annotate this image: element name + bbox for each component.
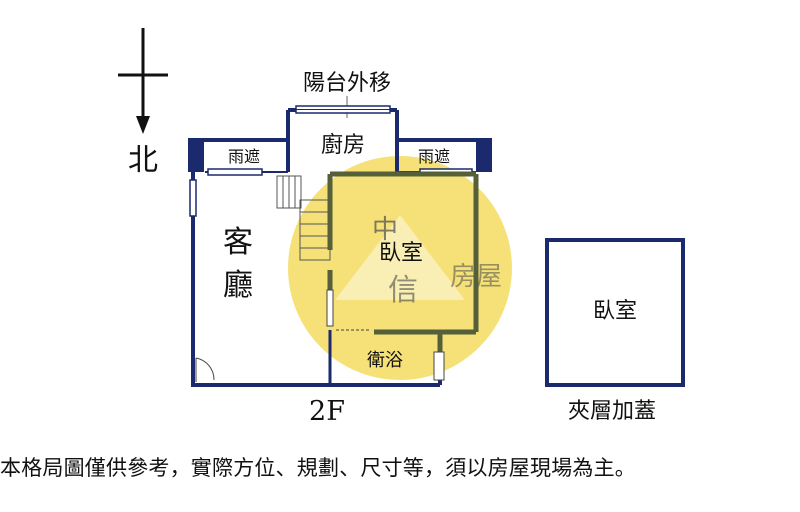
balcony-note: 陽台外移	[303, 71, 391, 96]
door-entry-swing	[195, 357, 215, 381]
wall-block-right	[476, 138, 492, 172]
bedroom-2f-label: 臥室	[379, 241, 423, 266]
mezzanine-walls	[545, 238, 685, 387]
watermark-house-shape	[335, 215, 465, 300]
window-bath	[433, 351, 445, 381]
living-room-label-1: 客	[223, 225, 253, 260]
window-canopy-left	[207, 168, 263, 176]
living-room-label-2: 廳	[223, 268, 253, 303]
compass-label: 北	[128, 143, 158, 178]
compass: 北	[118, 28, 168, 178]
watermark-char-1: 中	[372, 215, 398, 245]
mezzanine-label: 夾層加蓋	[568, 399, 656, 424]
bedroom-mezzanine-label: 臥室	[593, 299, 637, 324]
compass-arrow-icon	[136, 116, 150, 134]
bedroom-2f-walls	[327, 171, 479, 356]
disclaimer-text: 本格局圖僅供參考，實際方位、規劃、尺寸等，須以房屋現場為主。	[0, 456, 636, 480]
canopy-left-label: 雨遮	[228, 147, 260, 166]
door-bedroom	[326, 289, 334, 327]
wall-block-left	[188, 138, 204, 172]
canopy-right-label: 雨遮	[418, 147, 450, 166]
doors	[195, 289, 445, 382]
floor-label: 2F	[309, 396, 345, 427]
mezzanine-plan: 臥室	[545, 238, 685, 387]
watermark-circle	[288, 156, 512, 380]
watermark-logo: 中 信 房屋	[288, 156, 512, 380]
kitchen-label: 廚房	[321, 133, 365, 158]
watermark-char-2: 信	[388, 273, 418, 308]
window-living-left	[189, 179, 197, 217]
bathroom-label: 衛浴	[367, 350, 403, 371]
